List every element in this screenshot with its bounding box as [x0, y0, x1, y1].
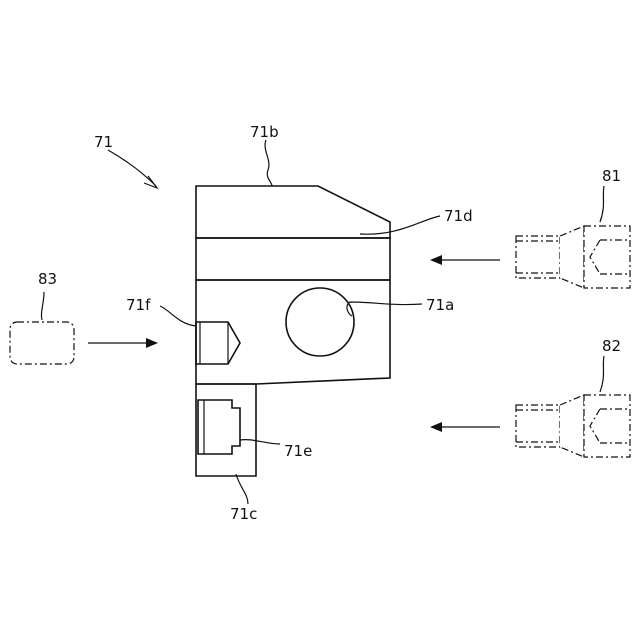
label-82: 82: [602, 337, 621, 355]
middle-body-section: [196, 280, 390, 384]
label-71a: 71a: [426, 296, 454, 314]
flange-71c: [196, 384, 256, 476]
leader-81: [600, 186, 604, 222]
leader-lines: [41, 140, 604, 504]
label-83: 83: [38, 270, 57, 288]
label-71e: 71e: [284, 442, 312, 460]
leader-71d: [360, 216, 440, 234]
arrow-82-head: [430, 422, 442, 432]
reference-labels: 71 71b 71d 71a 71f 71e 71c 81 82 83: [38, 123, 621, 523]
bolt-82-neck: [560, 395, 584, 457]
leader-71f: [160, 306, 196, 326]
label-71c: 71c: [230, 505, 257, 523]
label-71: 71: [94, 133, 113, 151]
label-71f: 71f: [126, 296, 151, 314]
leader-82: [600, 356, 604, 392]
bolt-81-head: [584, 226, 630, 288]
leader-71b: [265, 140, 272, 186]
leader-83: [41, 292, 44, 320]
leader-71c: [236, 474, 248, 504]
bolt-82-shank: [516, 405, 560, 447]
tapped-hole-71f: [196, 322, 240, 364]
label-71d: 71d: [444, 207, 473, 225]
arrow-83-head: [146, 338, 158, 348]
bolt-81: [516, 226, 630, 288]
leader-71: [108, 150, 156, 186]
upper-body-section: [196, 186, 390, 238]
leader-71-arrowhead: [144, 176, 157, 188]
label-71b: 71b: [250, 123, 279, 141]
arrow-81-head: [430, 255, 442, 265]
bolt-82: [516, 395, 630, 457]
component-83: [10, 322, 74, 364]
block-71: [196, 186, 390, 476]
leader-71e: [240, 440, 280, 444]
leader-71a: [347, 302, 422, 316]
bolt-81-neck: [560, 226, 584, 288]
bore-71d: [196, 238, 390, 280]
bolt-81-shank: [516, 236, 560, 278]
hole-71a: [286, 288, 354, 356]
bolt-82-head: [584, 395, 630, 457]
label-81: 81: [602, 167, 621, 185]
